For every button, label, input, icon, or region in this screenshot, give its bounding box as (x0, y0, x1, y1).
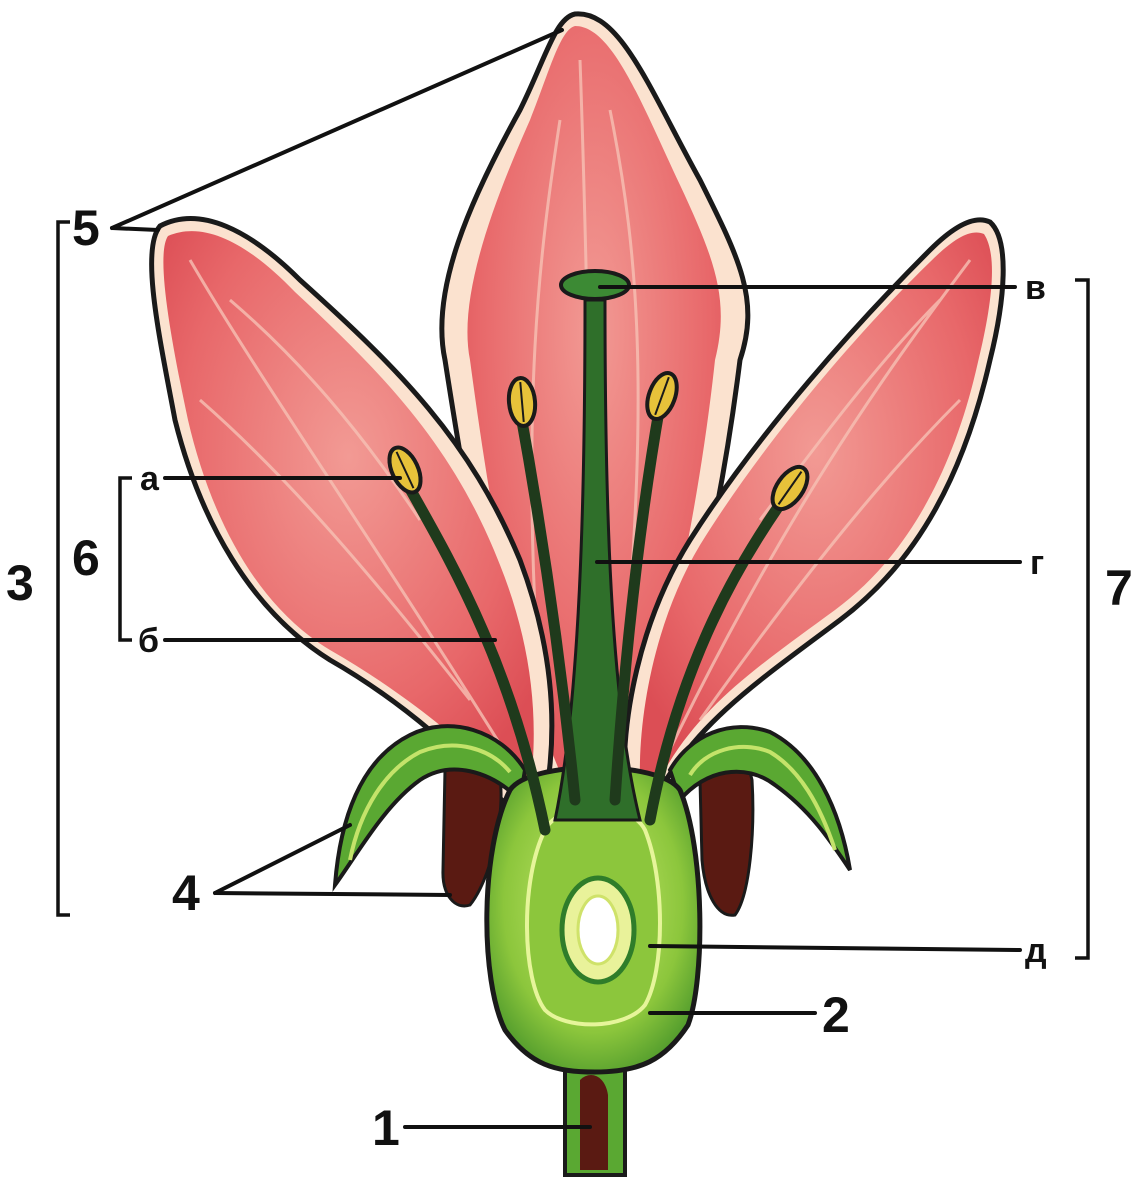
anther-2 (506, 376, 538, 428)
sepal-left (332, 724, 528, 893)
sepals (332, 724, 852, 917)
label-4: 4 (172, 865, 200, 921)
leader-5-top (110, 28, 564, 230)
label-1: 1 (372, 1100, 400, 1156)
pedicel (563, 1058, 627, 1177)
label-a: а (140, 460, 160, 498)
brackets (56, 220, 1090, 960)
label-b: б (138, 622, 159, 660)
bracket-7 (1075, 278, 1090, 960)
sepal-right (667, 725, 852, 872)
label-2: 2 (822, 987, 850, 1043)
leader-5-left (110, 226, 160, 232)
label-v: в (1025, 269, 1046, 307)
anther-1 (387, 445, 423, 495)
leader-4-sepal (213, 823, 352, 895)
ovary (484, 765, 703, 1075)
leader-lines (110, 28, 1022, 1129)
label-5: 5 (72, 200, 100, 256)
label-3: 3 (6, 555, 34, 611)
filament-4 (644, 484, 796, 826)
labels: 5 3 6 а б 4 1 2 в г д 7 (6, 200, 1133, 1156)
label-d: д (1025, 932, 1047, 970)
petals (149, 11, 1006, 813)
filament-2 (514, 404, 581, 806)
anther-3 (645, 371, 679, 421)
leader-d (648, 944, 1022, 952)
label-7: 7 (1105, 560, 1133, 616)
filament-1 (399, 474, 551, 836)
filament-3 (609, 399, 666, 806)
stamens (387, 371, 810, 836)
bracket-3 (56, 220, 70, 917)
leader-4-back (213, 891, 452, 897)
bracket-6 (118, 476, 132, 642)
anther-4 (770, 464, 810, 512)
label-g: г (1030, 544, 1044, 582)
label-6: 6 (72, 530, 100, 586)
